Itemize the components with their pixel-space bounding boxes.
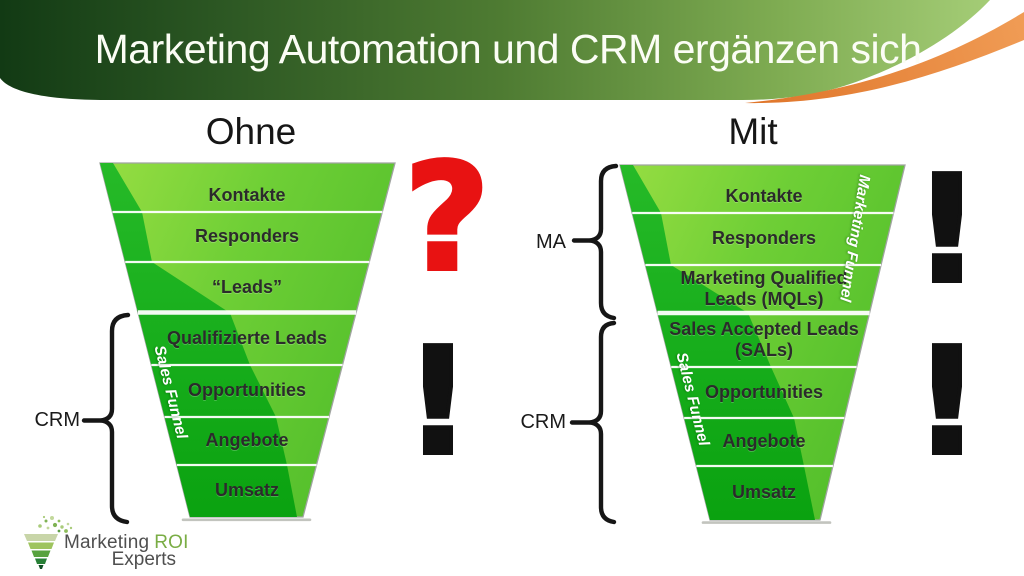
stage-label: Kontakte <box>208 184 286 205</box>
crm-label-left: CRM <box>34 409 80 431</box>
stage-label: Marketing Qualified Leads (MQLs) <box>680 267 848 309</box>
funnel-right <box>619 164 906 524</box>
logo-text-experts: Experts <box>111 549 176 570</box>
banner-graphic <box>0 0 1024 104</box>
stage-label: Responders <box>711 228 817 249</box>
crm-label-right: CRM <box>520 411 566 433</box>
funnel-right-shadow-facet <box>620 165 815 520</box>
heading-ohne: Ohne <box>205 111 297 152</box>
stage-label: Umsatz <box>214 480 280 501</box>
question-mark: ? <box>402 132 492 304</box>
logo-text-roi: ROI <box>154 532 189 553</box>
funnel-left-shadow-facet <box>100 163 297 517</box>
stage-label: Responders <box>194 226 300 247</box>
orange-swoosh <box>745 12 1024 104</box>
exclamation-mark-right-bottom: ! <box>911 316 983 488</box>
slide-title: Marketing Automation und CRM ergänzen si… <box>94 26 922 72</box>
logo-text-marketing: Marketing <box>64 532 150 553</box>
stage-label: “Leads” <box>211 276 283 297</box>
crm-bracket-left <box>98 312 131 525</box>
exclamation-mark-left: ! <box>402 316 474 488</box>
stage-label: Angebote <box>722 431 806 452</box>
funnel-right-dividers <box>632 211 894 468</box>
banner-green-shape <box>0 0 990 100</box>
header-banner: Marketing Automation und CRM ergänzen si… <box>0 0 1024 132</box>
funnel-left-dividers <box>112 210 383 467</box>
logo-dots <box>38 515 73 533</box>
stage-label: Angebote <box>205 430 289 451</box>
stage-label: Umsatz <box>731 482 797 503</box>
funnel-left <box>99 162 396 522</box>
ma-bracket-right <box>587 163 619 321</box>
exclamation-mark-right-top: ! <box>911 144 983 316</box>
logo-funnel-icon <box>24 515 73 569</box>
ma-label-right: MA <box>536 231 566 253</box>
stage-label: Kontakte <box>725 186 803 207</box>
logo-funnel-stripes <box>24 534 58 569</box>
stage-label: Opportunities <box>705 381 823 402</box>
stage-label: Sales Accepted Leads (SALs) <box>669 318 859 360</box>
heading-mit: Mit <box>728 111 778 152</box>
stage-label: Opportunities <box>188 380 306 401</box>
stage-label: Qualifizierte Leads <box>166 328 328 349</box>
crm-bracket-right <box>587 320 617 525</box>
